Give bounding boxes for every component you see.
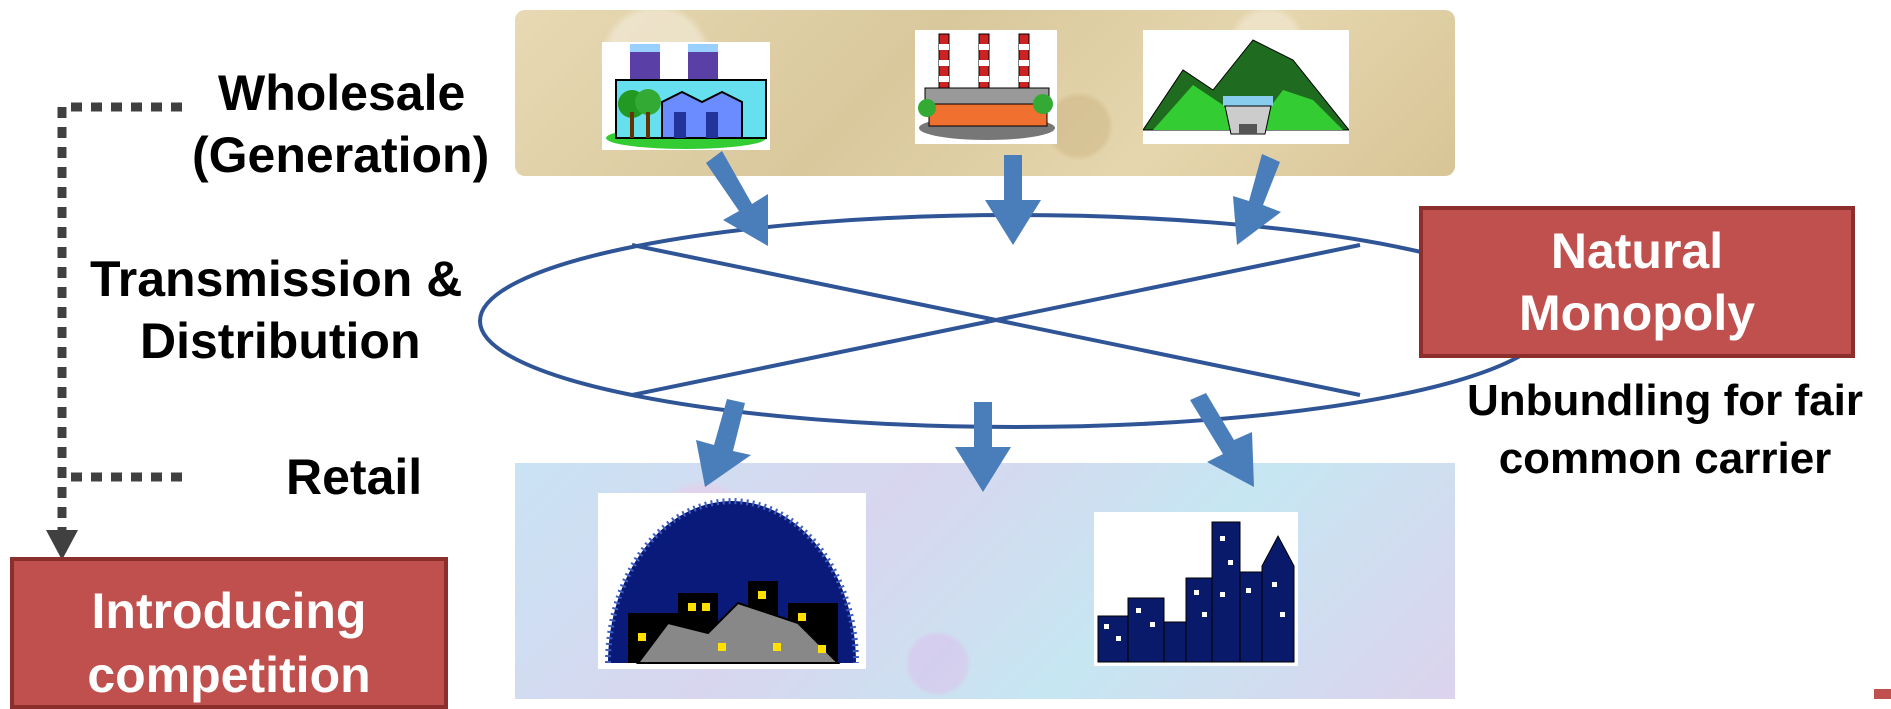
generation-arrows [706, 151, 1281, 246]
label-retail: Retail [286, 449, 423, 505]
network-line-2 [631, 243, 1361, 397]
thermal-power-plant-icon [602, 42, 770, 150]
arrow-retail-2 [955, 402, 1011, 492]
arrow-gen-2 [985, 155, 1041, 245]
label-transmission: Transmission & [90, 251, 463, 307]
natural-monopoly-line2: Monopoly [1518, 285, 1756, 341]
hydro-dam-icon [1142, 30, 1351, 144]
arrow-gen-1 [706, 151, 768, 246]
unbundling-line2: common carrier [1498, 434, 1832, 483]
label-distribution: Distribution [140, 313, 421, 369]
competition-line1: Introducing [91, 583, 367, 639]
competition-line2: competition [87, 647, 371, 703]
night-town-icon [598, 493, 866, 669]
oil-refinery-power-plant-icon [915, 30, 1057, 144]
natural-monopoly-line1: Natural [1550, 223, 1724, 279]
retail-arrows [696, 393, 1254, 492]
corner-mark [1874, 689, 1891, 699]
arrow-gen-3 [1233, 154, 1281, 245]
label-generation: (Generation) [192, 127, 490, 183]
label-wholesale: Wholesale [218, 65, 466, 121]
dotted-connector [57, 102, 182, 530]
unbundling-note: Unbundling for fair common carrier [1440, 372, 1890, 488]
introducing-competition-box: Introducing competition [10, 557, 448, 709]
dotted-arrowhead [46, 530, 78, 560]
unbundling-line1: Unbundling for fair [1467, 376, 1863, 425]
natural-monopoly-box: Natural Monopoly [1419, 206, 1855, 358]
arrow-retail-1 [696, 399, 751, 487]
arrow-retail-3 [1190, 393, 1254, 487]
transmission-network [478, 213, 1552, 429]
city-skyline-icon [1094, 512, 1298, 666]
